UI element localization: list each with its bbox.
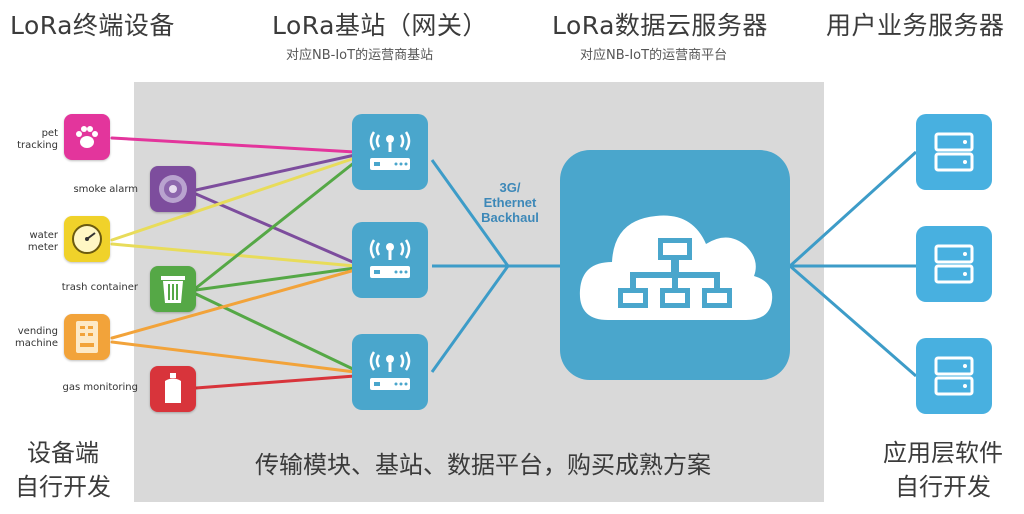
- app-server-2: [916, 226, 992, 302]
- footer-right: 应用层软件 自行开发: [883, 439, 1003, 501]
- link-vending-gw2: [110, 268, 357, 340]
- subheader-cloud: 对应NB-IoT的运营商平台: [580, 48, 728, 63]
- antenna-icon: [369, 131, 411, 170]
- gateway-2: [352, 222, 428, 298]
- paw-icon: [64, 114, 110, 160]
- device-label-vending: vending machine: [15, 326, 58, 349]
- server-icon: [934, 244, 974, 284]
- vending-machine-icon: [64, 314, 110, 360]
- subheader-gateway: 对应NB-IoT的运营商基站: [286, 48, 434, 63]
- cloud-server: [560, 150, 790, 380]
- link-trash-gw2: [194, 266, 357, 292]
- link-gw1-cloud: [430, 159, 510, 267]
- device-label-pet: pet tracking: [17, 128, 58, 151]
- gateway-3: [352, 334, 428, 410]
- backhaul-label: 3G/ Ethernet Backhaul: [481, 180, 539, 225]
- gateway-1: [352, 114, 428, 190]
- cloud-network-icon: [579, 215, 773, 320]
- link-gw3-cloud: [430, 265, 510, 373]
- antenna-icon: [369, 351, 411, 390]
- gauge-icon: [64, 216, 110, 262]
- header-cloud: LoRa数据云服务器: [552, 11, 768, 40]
- link-pet-gw1: [110, 136, 357, 154]
- gas-tank-icon: [150, 366, 196, 412]
- link-cloud-srv3: [789, 264, 917, 378]
- device-label-smoke: smoke alarm: [73, 184, 138, 195]
- link-smoke-gw2: [194, 192, 357, 265]
- header-gateway: LoRa基站（网关）: [272, 11, 488, 40]
- footer-left: 设备端 自行开发: [15, 439, 111, 501]
- header-devices: LoRa终端设备: [10, 11, 175, 40]
- server-icon: [934, 356, 974, 396]
- link-cloud-srv1: [788, 150, 918, 268]
- link-trash-gw3: [194, 292, 357, 372]
- footer-center: 传输模块、基站、数据平台，购买成熟方案: [255, 451, 711, 479]
- link-vending-gw3: [110, 340, 357, 374]
- link-smoke-gw1: [194, 153, 357, 192]
- trash-bin-icon: [150, 266, 196, 312]
- smoke-detector-icon: [150, 166, 196, 212]
- device-label-water: water meter: [27, 230, 58, 253]
- app-server-1: [916, 114, 992, 190]
- link-water-gw1: [110, 156, 357, 242]
- link-gas-gw3: [194, 374, 357, 390]
- header-app: 用户业务服务器: [826, 11, 1005, 40]
- device-label-gas: gas monitoring: [62, 382, 138, 393]
- antenna-icon: [369, 239, 411, 278]
- app-server-3: [916, 338, 992, 414]
- device-label-trash: trash container: [61, 282, 138, 293]
- link-trash-gw1: [194, 160, 357, 290]
- link-water-gw2: [110, 242, 357, 268]
- server-icon: [934, 132, 974, 172]
